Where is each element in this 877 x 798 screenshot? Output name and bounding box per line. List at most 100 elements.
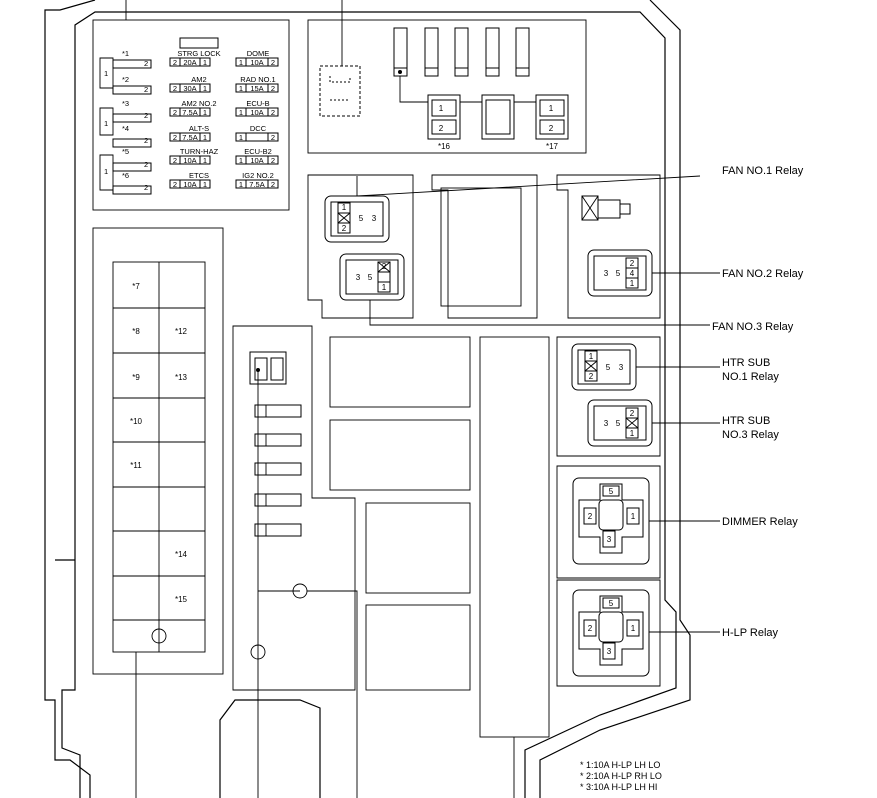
fuse-amp: 30A	[183, 84, 196, 93]
cell-label-left: *8	[132, 327, 140, 336]
fan2-pin-1: 1	[630, 279, 635, 288]
fuse-cell	[199, 155, 211, 165]
cell-label-left: *11	[130, 461, 142, 470]
slot-d	[365, 604, 471, 691]
fuse-pin: 2	[173, 180, 177, 189]
fuse-cell	[267, 107, 279, 117]
fuse-pin: 2	[271, 84, 275, 93]
cell-label-right: *15	[175, 595, 188, 604]
fan1-pin-3: 3	[372, 214, 377, 223]
fuse-amp: 10A	[183, 156, 196, 165]
fan3-relay-label: FAN NO.3 Relay	[712, 321, 794, 333]
htr3-pin-5: 5	[616, 419, 621, 428]
fan2-pin-5: 5	[616, 269, 621, 278]
cell-label-right: *13	[175, 373, 188, 382]
fuse-name: ECU-B2	[244, 147, 272, 156]
slot-a	[329, 336, 471, 408]
hlp-pin-1: 1	[631, 624, 636, 633]
slot-tall	[479, 336, 550, 738]
top-fuses	[393, 27, 555, 103]
left-column-outer	[92, 227, 224, 675]
fuse-cell	[267, 155, 279, 165]
fuse-left-label: *2	[122, 75, 129, 84]
left-column-text: *7*8*9*10*11*12*13*14*15	[130, 282, 188, 604]
fan2-pin-3: 3	[604, 269, 609, 278]
htr1-pin-5: 5	[606, 363, 611, 372]
note-2: * 2:10A H-LP RH LO	[580, 771, 662, 781]
fuse-name: AM2 NO.2	[181, 99, 216, 108]
fuse-name: DOME	[247, 49, 270, 58]
label-17: *17	[546, 142, 559, 151]
fan3-pin-3: 3	[356, 273, 361, 282]
fuse-name: STRG LOCK	[177, 49, 220, 58]
fuse-amp: 7.5A	[182, 133, 197, 142]
fuse-pin: 2	[271, 108, 275, 117]
dimmer-pin-3: 3	[607, 535, 612, 544]
fuse-name: AM2	[191, 75, 206, 84]
fuse-amp: 10A	[250, 156, 263, 165]
fuse-name: IG2 NO.2	[242, 171, 274, 180]
fuse-name: ECU-B	[246, 99, 269, 108]
fuse-pin: 1	[239, 58, 243, 67]
htr1-pin-3: 3	[619, 363, 624, 372]
fuse-pin: 2	[173, 84, 177, 93]
fuse-pin: 1	[203, 133, 207, 142]
dimmer-relay	[572, 477, 720, 565]
middle-block	[232, 325, 356, 691]
relay-shelf-2	[431, 174, 538, 319]
dimmer-pin-2: 2	[588, 512, 593, 521]
fan2-pin-4: 4	[630, 269, 635, 278]
fuse-name: RAD NO.1	[240, 75, 275, 84]
fan1-relay-label: FAN NO.1 Relay	[722, 165, 804, 177]
fuse-amp: 10A	[183, 180, 196, 189]
fuse-pin: 1	[203, 180, 207, 189]
hlp-pin-2: 2	[588, 624, 593, 633]
dimmer-relay-label: DIMMER Relay	[722, 516, 798, 528]
fuse-pin: 1	[239, 84, 243, 93]
label-16: *16	[438, 142, 451, 151]
note-1: * 1:10A H-LP LH LO	[580, 760, 660, 770]
fuse-pin: 1	[203, 156, 207, 165]
fuse-pin: 2	[173, 58, 177, 67]
fuse-pin: 2	[271, 180, 275, 189]
fuse-amp: 7.5A	[182, 108, 197, 117]
slot-b	[329, 419, 471, 491]
fuse-name: TURN-HAZ	[180, 147, 219, 156]
fuse-cell	[199, 132, 211, 142]
fuse-pin: 1	[203, 84, 207, 93]
fan1-pin-5: 5	[359, 214, 364, 223]
fuse-block	[92, 19, 290, 211]
htr3-pin-1: 1	[630, 429, 635, 438]
pin-2-a: 2	[439, 124, 444, 133]
htr3-label-line2: NO.3 Relay	[722, 429, 779, 441]
relay-shelf-3	[556, 174, 661, 319]
fuse-pin: 1	[239, 108, 243, 117]
fuse-pin: 1	[203, 58, 207, 67]
pair-number: 1	[104, 167, 108, 176]
fuse-pin: 2	[271, 156, 275, 165]
fuse-left-label: *3	[122, 99, 129, 108]
fuse-pin: 1	[203, 108, 207, 117]
top-right-panel	[307, 19, 587, 154]
top-relays	[427, 94, 569, 140]
fuse-pin: 2	[271, 133, 275, 142]
pair-pin-2: 2	[144, 59, 148, 68]
fan3-pin-2: 2	[382, 262, 387, 271]
pair-number: 1	[104, 119, 108, 128]
fan1-pin-2: 2	[342, 224, 347, 233]
fuse-name: DCC	[250, 124, 267, 133]
fuse-grid	[99, 37, 219, 195]
pin-1-b: 1	[549, 104, 554, 113]
fan3-pin-5: 5	[368, 273, 373, 282]
middle-fuses	[249, 351, 358, 798]
left-column-lines	[113, 262, 205, 652]
pair-pin-2: 2	[144, 136, 148, 145]
fuse-pin: 1	[239, 133, 243, 142]
fuse-pin: 2	[271, 58, 275, 67]
fuse-left-label: *6	[122, 171, 129, 180]
fuse-cell	[199, 83, 211, 93]
hlp-relay-label: H-LP Relay	[722, 627, 779, 639]
slot-c	[365, 502, 471, 594]
shelf3-clip	[581, 195, 631, 221]
